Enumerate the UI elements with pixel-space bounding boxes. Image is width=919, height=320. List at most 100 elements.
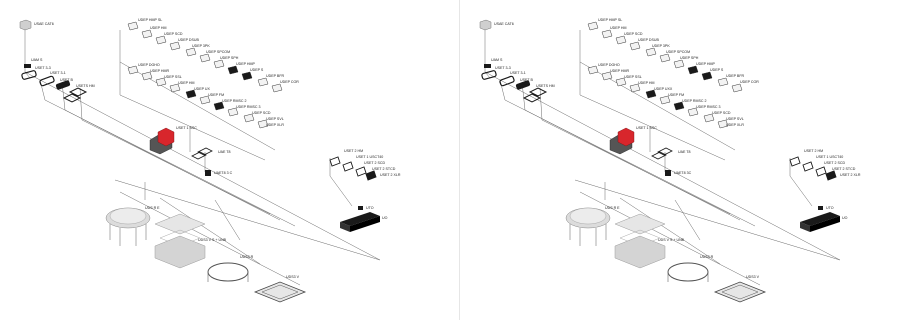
connector-lines — [24, 30, 381, 286]
label-uset-b: USET B — [60, 78, 74, 82]
connector-lines — [484, 30, 841, 286]
label-udep-dgho: UDEP DGHO — [138, 63, 160, 67]
label-udep-fm: UDEP FM — [208, 93, 224, 97]
label-uset-b: USET B — [520, 78, 534, 82]
label-udep-dsub: UDEP DSUB — [638, 38, 660, 42]
label-uds-v-s: UDS3 V S + UNB — [198, 238, 227, 242]
part-usets-hm: USETS HM — [522, 84, 555, 103]
label-udep-hm2: UDEP HM — [178, 81, 195, 85]
label-udep-sph: UDEP SPH — [680, 56, 699, 60]
label-udep-cor: UDEP COR — [280, 80, 299, 84]
label-udep-s: UDEP S — [250, 68, 264, 72]
label-uset-2-scd: USET 2 SCD — [364, 161, 386, 165]
label-uds-v: UDS3 V — [286, 275, 300, 279]
label-uds-r: UDS3 R — [240, 255, 254, 259]
uset-2-cluster: USET 2 HM USET 1 USCT40 USET 2 SCD USET … — [329, 149, 401, 181]
part-uds-v: UDS3 V — [713, 275, 767, 303]
label-uset-2-xlr: USET 2 XLR — [380, 173, 401, 177]
part-uam-s: UAM S — [484, 58, 503, 68]
label-udep-scd: UDEP SCD — [164, 32, 183, 36]
label-udep-scd2: UDEP SCD — [712, 111, 731, 115]
diagram-panel-right: USAE CAT6 UAM S USET 3-3 USET 3-1 USET B… — [460, 0, 919, 320]
label-udep-svl: UDEP SVL — [266, 117, 284, 121]
label-uae-t8: UAE T8 — [218, 150, 231, 154]
part-uset-3-1: USET 3-1 — [499, 71, 526, 87]
label-udep-3pk: UDEP 3PK — [652, 44, 670, 48]
label-usets-hm: USETS HM — [76, 84, 95, 88]
label-udep-xlr: UDEP XLR — [726, 123, 744, 127]
label-usets-hm: USETS HM — [536, 84, 555, 88]
label-uset-2-xlr: USET 2 XLR — [840, 173, 861, 177]
label-uds-r-e: UDS R E — [605, 206, 620, 210]
label-udep-ssl: UDEP SSL — [164, 75, 182, 79]
part-uo: UO — [340, 212, 388, 232]
label-udep-sph: UDEP SPH — [220, 56, 239, 60]
label-udep-fm: UDEP FM — [668, 93, 684, 97]
label-uds-v: UDS3 V — [746, 275, 760, 279]
label-uto: UTO — [366, 206, 374, 210]
module-row-upper: UDEP HMP SL UDEP HM UDEP SCD UDEP DSUB U… — [587, 18, 759, 93]
label-udep-rmsc-3: UDEP RMSC 3 — [696, 105, 721, 109]
label-udep-cor: UDEP COR — [740, 80, 759, 84]
label-uds-r-e: UDS R E — [145, 206, 160, 210]
module-row-lower: UDEP DGHO UDEP HMR UDEP SSL UDEP HM UDEP… — [587, 63, 744, 129]
label-uo: UO — [842, 216, 848, 220]
part-uto: UTO — [358, 206, 374, 210]
label-udep-ux: UDEP UX — [194, 87, 211, 91]
label-usae-cat6: USAE CAT6 — [494, 22, 514, 26]
part-usets-hm: USETS HM — [62, 84, 95, 103]
label-udep-hmp-sl: UDEP HMP SL — [598, 18, 622, 22]
label-uaet8-3c: UAET8 3C — [674, 171, 692, 175]
label-udep-spcom: UDEP SPCOM — [666, 50, 690, 54]
label-uset-2-hm: USET 2 HM — [344, 149, 363, 153]
part-uds-r: UDS3 R — [207, 255, 254, 282]
label-udep-rmsc-3: UDEP RMSC 3 — [236, 105, 261, 109]
label-udep-hm: UDEP HM — [610, 26, 627, 30]
label-uset-3-3: USET 3-3 — [495, 66, 511, 70]
part-uset-3-1: USET 3-1 — [39, 71, 66, 87]
part-uds-r-e: UDS R E — [105, 206, 160, 246]
label-udep-hmr: UDEP HMR — [150, 69, 170, 73]
label-uset-1-usct40: USET 1 USCT40 — [816, 155, 843, 159]
label-uset-3-1: USET 3-1 — [50, 71, 66, 75]
label-udep-ssl: UDEP SSL — [624, 75, 642, 79]
label-uto: UTO — [826, 206, 834, 210]
label-udep-scd2: UDEP SCD — [252, 111, 271, 115]
label-uset-2-st-cd: USET 2 STCD — [372, 167, 396, 171]
label-uae-t8: UAE T8 — [678, 150, 691, 154]
part-usae-cat6: USAE CAT6 — [479, 19, 514, 31]
exploded-diagram-right: USAE CAT6 UAM S USET 3-3 USET 3-1 USET B… — [479, 18, 861, 303]
part-uae-t8: UAE T8 — [651, 147, 691, 160]
part-uam-s: UAM S — [24, 58, 43, 68]
label-uset-3-3: USET 3-3 — [35, 66, 51, 70]
label-udep-rmsc-2: UDEP RMSC 2 — [682, 99, 707, 103]
label-udep-hm: UDEP HM — [150, 26, 167, 30]
label-udep-hmr: UDEP HMR — [610, 69, 630, 73]
label-udep-hm2: UDEP HM — [638, 81, 655, 85]
label-udep-s: UDEP S — [710, 68, 724, 72]
module-row-lower: UDEP DGHO UDEP HMR UDEP SSL UDEP HM UDEP… — [127, 63, 284, 129]
part-uds-r-e: UDS R E — [565, 206, 620, 246]
label-udep-dgho: UDEP DGHO — [598, 63, 620, 67]
part-uds-v: UDS3 V — [253, 275, 307, 303]
part-uset-3-3: USET 3-3 — [481, 66, 511, 80]
uset-2-cluster: USET 2 HM USET 1 USCT40 USET 2 SCD USET … — [789, 149, 861, 181]
label-uset-1-ssc: USET 1 SSC — [636, 126, 657, 130]
label-udep-spcom: UDEP SPCOM — [206, 50, 230, 54]
panel-divider — [459, 0, 460, 320]
label-udep-bfr: UDEP BFR — [266, 74, 285, 78]
label-udep-dsub: UDEP DSUB — [178, 38, 200, 42]
part-uto: UTO — [818, 206, 834, 210]
label-udep-bfr: UDEP BFR — [726, 74, 745, 78]
label-udep-3pk: UDEP 3PK — [192, 44, 210, 48]
label-uam-s: UAM S — [31, 58, 43, 62]
part-usae-cat6: USAE CAT6 — [19, 19, 54, 31]
label-uset-2-hm: USET 2 HM — [804, 149, 823, 153]
part-uset-1-ssc: USET 1 SSC — [149, 126, 197, 155]
label-uam-s: UAM S — [491, 58, 503, 62]
label-udep-rmsc-2: UDEP RMSC 2 — [222, 99, 247, 103]
label-udep-hmp: UDEP HMP — [696, 62, 716, 66]
part-uset-3-3: USET 3-3 — [21, 66, 51, 80]
label-uset-1-ssc: USET 1 SSC — [176, 126, 197, 130]
label-udep-hmp: UDEP HMP — [236, 62, 256, 66]
